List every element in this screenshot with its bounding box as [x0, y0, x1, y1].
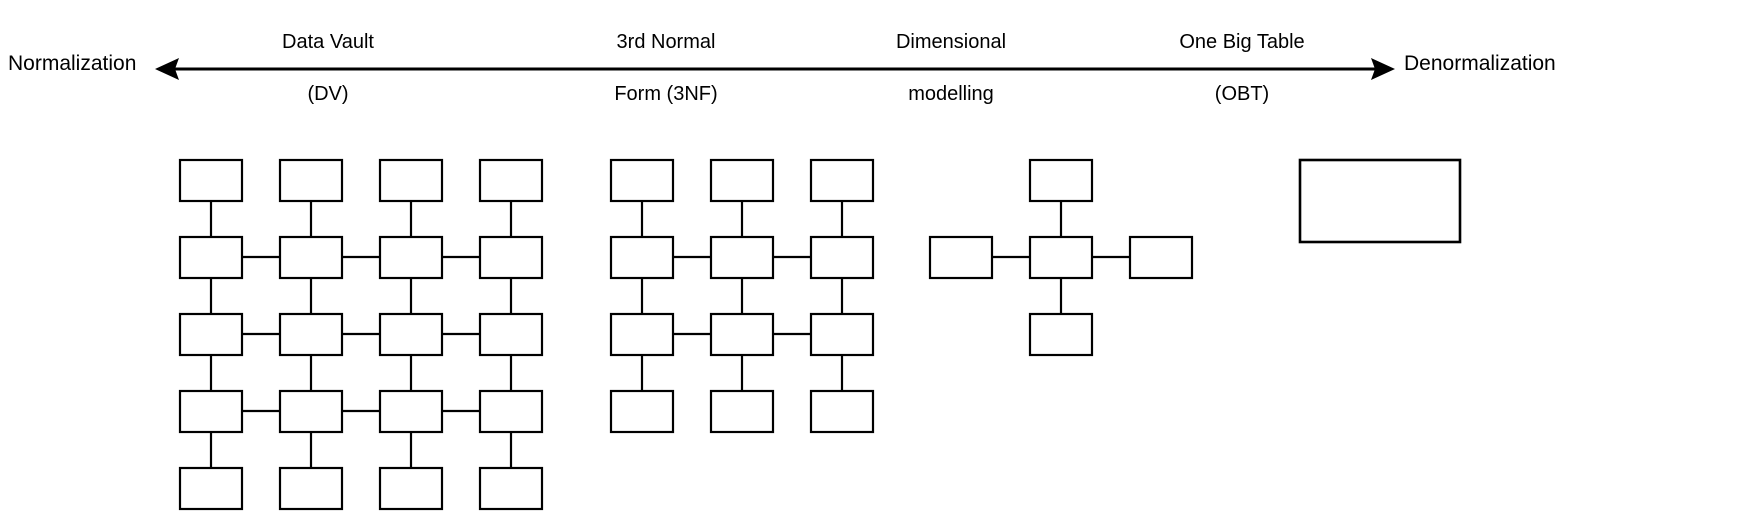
- dim-nodes: [928, 158, 1194, 357]
- node-box[interactable]: [609, 158, 675, 203]
- model-diagram-one-big-table: [1290, 150, 1490, 260]
- dim-edges: [992, 201, 1130, 314]
- node-box[interactable]: [378, 466, 444, 511]
- node-box[interactable]: [378, 312, 444, 357]
- data-vault-svg: [178, 158, 544, 511]
- column-label-data-vault: Data Vault (DV): [228, 3, 428, 133]
- node-box[interactable]: [478, 158, 544, 203]
- tnf-edges: [640, 201, 844, 391]
- node-box[interactable]: [278, 312, 344, 357]
- column-label-line1: Dimensional: [895, 31, 1007, 53]
- node-box[interactable]: [178, 158, 244, 203]
- node-box-dimension-left[interactable]: [928, 235, 994, 280]
- node-box-dimension-bottom[interactable]: [1028, 312, 1094, 357]
- column-label-line1: 3rd Normal: [616, 31, 716, 53]
- node-box-fact-center[interactable]: [1028, 235, 1094, 280]
- node-box[interactable]: [478, 312, 544, 357]
- node-box[interactable]: [809, 235, 875, 280]
- node-box[interactable]: [378, 235, 444, 280]
- column-label-line2: (OBT): [1214, 83, 1270, 105]
- node-box[interactable]: [709, 312, 775, 357]
- column-label-line2: (DV): [307, 83, 349, 105]
- model-diagram-3nf: [591, 150, 891, 450]
- node-box[interactable]: [278, 158, 344, 203]
- dimensional-modelling-svg: [928, 158, 1194, 357]
- node-box-dimension-right[interactable]: [1128, 235, 1194, 280]
- dv-nodes: [178, 158, 544, 511]
- column-label-line1: One Big Table: [1179, 31, 1305, 53]
- node-box[interactable]: [609, 235, 675, 280]
- column-label-line2: modelling: [908, 83, 994, 105]
- column-label-line1: Data Vault: [282, 31, 374, 53]
- node-box[interactable]: [178, 466, 244, 511]
- model-diagram-dimensional: [815, 150, 1194, 357]
- node-box[interactable]: [478, 389, 544, 434]
- node-box[interactable]: [609, 312, 675, 357]
- column-label-3nf: 3rd Normal Form (3NF): [566, 3, 766, 133]
- node-box[interactable]: [809, 389, 875, 434]
- node-box[interactable]: [178, 312, 244, 357]
- dv-edges: [209, 201, 513, 468]
- node-box[interactable]: [178, 235, 244, 280]
- node-box[interactable]: [809, 312, 875, 357]
- node-box[interactable]: [378, 158, 444, 203]
- axis-label-normalization: Normalization: [8, 52, 137, 75]
- third-normal-form-svg: [609, 158, 875, 434]
- tnf-nodes: [609, 158, 875, 434]
- node-box[interactable]: [378, 389, 444, 434]
- node-box[interactable]: [809, 158, 875, 203]
- column-label-line2: Form (3NF): [614, 83, 718, 105]
- node-box-one-big-table[interactable]: [1298, 158, 1462, 244]
- node-box[interactable]: [278, 389, 344, 434]
- column-label-dimensional-modelling: Dimensional modelling: [851, 3, 1051, 133]
- axis-label-denormalization: Denormalization: [1404, 52, 1556, 75]
- node-box[interactable]: [709, 389, 775, 434]
- node-box[interactable]: [709, 235, 775, 280]
- node-box[interactable]: [609, 389, 675, 434]
- model-diagram-data-vault: [160, 150, 560, 524]
- node-box[interactable]: [278, 235, 344, 280]
- node-box[interactable]: [478, 466, 544, 511]
- node-box[interactable]: [709, 158, 775, 203]
- node-box[interactable]: [178, 389, 244, 434]
- node-box[interactable]: [478, 235, 544, 280]
- spectrum-double-arrow-icon: [155, 58, 1395, 80]
- column-label-one-big-table: One Big Table (OBT): [1142, 3, 1342, 133]
- one-big-table-svg: [1298, 158, 1462, 244]
- node-box-dimension-top[interactable]: [1028, 158, 1094, 203]
- node-box[interactable]: [278, 466, 344, 511]
